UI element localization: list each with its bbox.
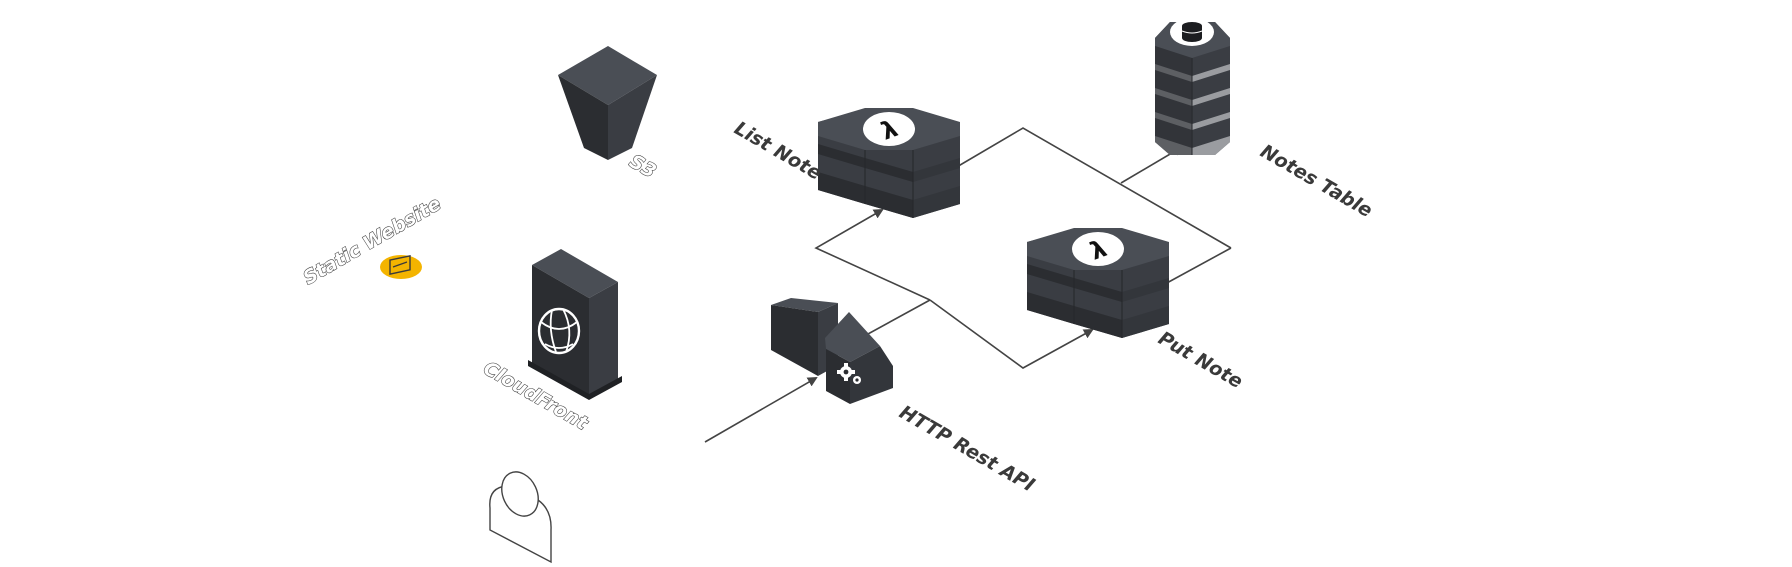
- cloudfront-server: [528, 249, 622, 400]
- connector-api-to-loop: [856, 299, 931, 341]
- api-gateway-block: [771, 298, 893, 404]
- notes-table-node[interactable]: Notes Table: [1155, 18, 1376, 222]
- database-icon: [1170, 18, 1214, 46]
- api-label: HTTP Rest API: [896, 401, 1039, 496]
- bucket-icon: [558, 46, 657, 160]
- connector-put-note-to-loop: [1164, 247, 1232, 285]
- user-icon: [489, 471, 552, 564]
- lambda-icon: λ: [1072, 232, 1124, 266]
- globe-icon: [537, 307, 581, 355]
- static-website-node[interactable]: Static Website: [299, 192, 446, 290]
- lambda-icon: λ: [863, 112, 915, 146]
- notes-table-label: Notes Table: [1257, 140, 1377, 222]
- connector-user-to-api: [704, 377, 818, 443]
- gears-icon: [837, 363, 861, 384]
- api-node[interactable]: HTTP Rest API: [771, 298, 1038, 496]
- static-website-label: Static Website: [300, 193, 445, 290]
- connector-loop-right-edge: [954, 127, 1232, 249]
- user-node[interactable]: [489, 466, 552, 564]
- connector-loop-list-note: [814, 209, 931, 301]
- list-note-label: List Note: [731, 117, 826, 184]
- put-note-stack: [1027, 228, 1169, 338]
- put-note-node[interactable]: λ Put Note: [1027, 228, 1246, 393]
- s3-node[interactable]: S3: [558, 46, 660, 183]
- put-note-label: Put Note: [1155, 327, 1247, 393]
- mail-badge-icon: [380, 255, 422, 279]
- list-note-node[interactable]: λ List Note: [731, 108, 961, 218]
- connectors: [704, 127, 1232, 443]
- connector-loop-put-note: [929, 299, 1094, 369]
- s3-label: S3: [626, 150, 660, 183]
- cloudfront-node[interactable]: CloudFront: [479, 249, 623, 436]
